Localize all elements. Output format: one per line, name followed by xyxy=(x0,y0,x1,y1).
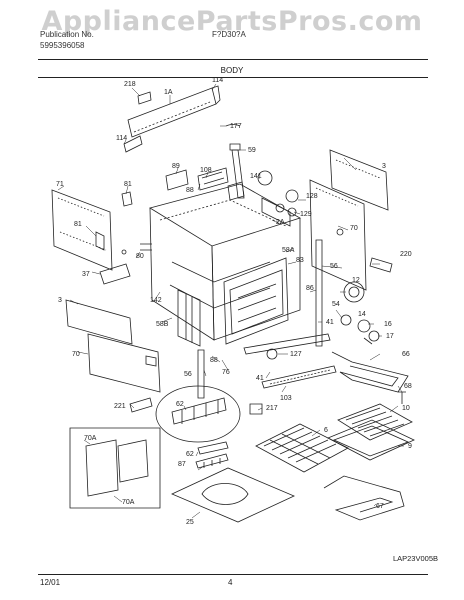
lower-trim xyxy=(243,333,337,389)
callout-141: 141 xyxy=(250,173,262,180)
callout-16: 16 xyxy=(384,321,392,328)
callout-76: 76 xyxy=(222,369,230,376)
left-brackets xyxy=(95,191,152,285)
lower-left-panel xyxy=(65,299,161,393)
callout-218: 218 xyxy=(124,81,136,88)
footer-page-number: 4 xyxy=(228,578,233,587)
screw-88 xyxy=(398,391,406,404)
callout-87: 87 xyxy=(178,461,186,468)
rack-guides xyxy=(195,441,229,469)
drawing-code: LAP23V005B xyxy=(392,554,438,563)
callout-56-left: 56 xyxy=(184,371,192,378)
callout-37: 37 xyxy=(82,271,90,278)
left-vertical-bar xyxy=(197,349,205,399)
right-side-panel xyxy=(309,149,389,291)
callout-127: 127 xyxy=(290,351,302,358)
callout-88-lower: 88 xyxy=(210,357,218,364)
clip-221 xyxy=(129,397,153,413)
callout-103: 103 xyxy=(280,395,292,402)
oven-rack xyxy=(255,423,349,473)
callout-9: 9 xyxy=(408,443,412,450)
callout-83: 83 xyxy=(296,257,304,264)
callout-81-upper: 81 xyxy=(124,181,132,188)
footer-rule xyxy=(38,574,428,575)
header-rule-top xyxy=(38,59,428,60)
left-side-panel xyxy=(51,189,113,271)
rear-top-panel xyxy=(123,85,221,153)
broil-element xyxy=(331,351,409,393)
broiler-pan xyxy=(327,419,415,461)
broiler-pan-insert xyxy=(337,403,413,441)
callout-142: 142 xyxy=(150,297,162,304)
callout-128: 128 xyxy=(306,193,318,200)
callout-70A-top: 70A xyxy=(84,435,97,442)
callout-221: 221 xyxy=(114,403,126,410)
callout-108: 108 xyxy=(200,167,212,174)
callout-86-right: 86 xyxy=(306,285,314,292)
watermark: AppliancePartsPros.com xyxy=(41,6,423,37)
callout-177: 177 xyxy=(230,123,242,130)
callout-71: 71 xyxy=(56,181,64,188)
callout-220: 220 xyxy=(400,251,412,258)
callout-3-right: 3 xyxy=(382,163,386,170)
callout-6: 6 xyxy=(324,427,328,434)
callout-14: 14 xyxy=(358,311,366,318)
callout-80: 80 xyxy=(136,253,144,260)
callout-58B: 58B xyxy=(156,321,169,328)
callout-67: 67 xyxy=(376,503,384,510)
bake-element xyxy=(323,475,405,521)
publication-number: 5995396058 xyxy=(40,41,85,50)
callout-1A: 1A xyxy=(164,89,173,96)
callout-41-lower: 41 xyxy=(256,375,264,382)
callout-81-lower: 81 xyxy=(74,221,82,228)
callout-70-right: 70 xyxy=(350,225,358,232)
callout-54: 54 xyxy=(332,301,340,308)
callout-114-top: 114 xyxy=(212,77,223,84)
callout-89: 89 xyxy=(172,163,180,170)
leader-lines xyxy=(57,83,404,519)
callout-17: 17 xyxy=(386,333,394,340)
callout-217: 217 xyxy=(266,405,278,412)
header-rule-bottom xyxy=(38,77,428,78)
callout-10: 10 xyxy=(402,405,410,412)
callout-66: 66 xyxy=(402,351,410,358)
callout-62-lower: 62 xyxy=(186,451,194,458)
inset-70A xyxy=(69,427,161,509)
inset-62 xyxy=(155,385,241,443)
callout-2A: 2A xyxy=(276,219,285,226)
part-217 xyxy=(249,403,263,415)
callout-41-right: 41 xyxy=(326,319,334,326)
publication-label: Publication No. xyxy=(40,30,94,39)
right-vertical-bar xyxy=(315,239,323,347)
convection-fan xyxy=(257,170,299,227)
callout-68: 68 xyxy=(404,383,412,390)
callout-88-upper: 88 xyxy=(186,187,194,194)
callout-58A: 58A xyxy=(282,247,295,254)
section-title: BODY xyxy=(220,66,244,75)
oven-bottom xyxy=(171,467,295,523)
callout-56-right: 56 xyxy=(330,263,338,270)
callout-12: 12 xyxy=(352,277,360,284)
oven-body xyxy=(148,183,301,347)
model-number: F?D30?A xyxy=(212,30,246,39)
callout-114-left: 114 xyxy=(116,135,127,142)
footer-date: 12/01 xyxy=(40,578,61,587)
callout-129: 129 xyxy=(300,211,312,218)
bracket-220 xyxy=(369,257,393,273)
callout-59: 59 xyxy=(248,147,256,154)
callout-3-left: 3 xyxy=(58,297,62,304)
callout-70-left: 70 xyxy=(72,351,80,358)
callout-70A-bottom: 70A xyxy=(122,499,135,506)
callout-25: 25 xyxy=(186,519,194,526)
callout-62-inset: 62 xyxy=(176,401,184,408)
